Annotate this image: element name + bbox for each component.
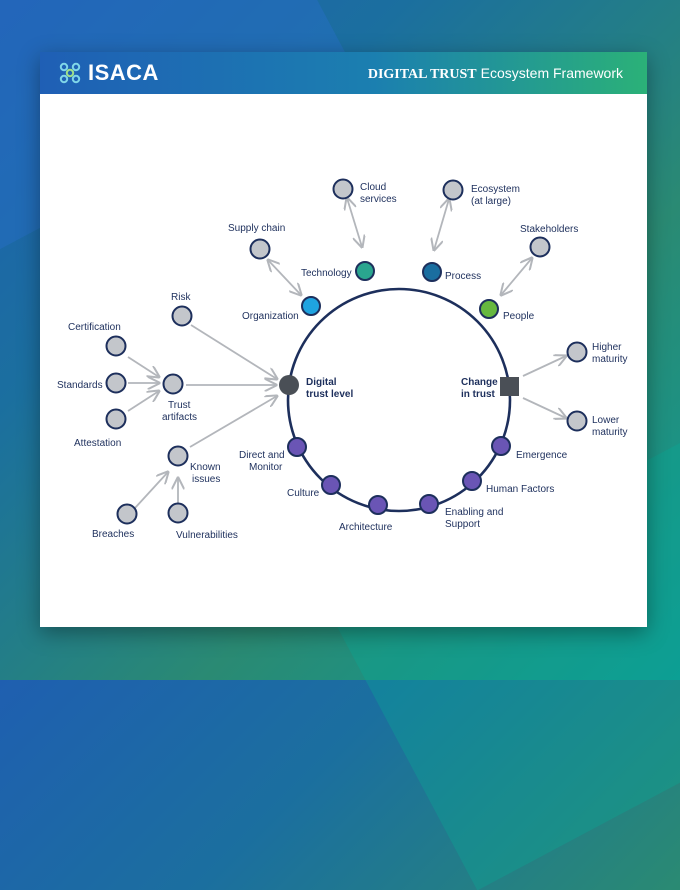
label-emergence: Emergence (516, 450, 568, 461)
arrow-certification-trust (127, 356, 159, 377)
label-certification: Certification (68, 322, 121, 333)
node-direct-monitor (287, 437, 307, 457)
node-stakeholders (529, 236, 551, 258)
node-breaches (116, 503, 138, 525)
label-supply-chain: Supply chain (228, 223, 285, 234)
node-lower-maturity (566, 410, 588, 432)
node-people (479, 299, 499, 319)
connector-lines (127, 198, 566, 509)
arrow-change-higher (522, 356, 566, 377)
label-people: People (503, 311, 535, 322)
label-stakeholders: Stakeholders (520, 224, 578, 235)
arrow-risk-digitaltrust (190, 324, 277, 379)
arrow-supplychain-organization (268, 260, 301, 295)
node-supply-chain (249, 238, 271, 260)
node-architecture (368, 495, 388, 515)
node-risk (171, 305, 193, 327)
logo-text: ISACA (88, 60, 159, 85)
label-technology: Technology (301, 268, 352, 279)
label-standards: Standards (57, 380, 103, 391)
label-breaches: Breaches (92, 529, 134, 540)
node-trust-artifacts (162, 373, 184, 395)
node-vulnerabilities (167, 502, 189, 524)
label-human-factors: Human Factors (486, 484, 554, 495)
node-ecosystem (442, 179, 464, 201)
node-emergence (491, 436, 511, 456)
node-certification (105, 335, 127, 357)
label-culture: Culture (287, 488, 320, 499)
node-organization (301, 296, 321, 316)
node-change-in-trust (500, 377, 519, 396)
arrow-ecosystem-process (434, 199, 449, 250)
label-ecosystem: Ecosystem(at large) (471, 184, 520, 207)
node-technology (355, 261, 375, 281)
arrow-stakeholders-people (501, 258, 532, 295)
label-attestation: Attestation (74, 438, 121, 449)
label-organization: Organization (242, 311, 299, 322)
node-cloud-services (332, 178, 354, 200)
node-higher-maturity (566, 341, 588, 363)
ring-nodes (287, 261, 511, 515)
title-bold: DIGITAL TRUST (367, 67, 477, 82)
node-standards (105, 372, 127, 394)
isaca-logo-icon (59, 62, 81, 84)
arrow-known-digitaltrust (189, 396, 277, 448)
node-enabling-support (419, 494, 439, 514)
label-architecture: Architecture (339, 522, 393, 533)
node-human-factors (462, 471, 482, 491)
label-vulnerabilities: Vulnerabilities (176, 530, 238, 541)
arrow-attestation-trust (127, 391, 159, 412)
trust-ring (286, 287, 512, 513)
node-known-issues (167, 445, 189, 467)
label-risk: Risk (171, 292, 191, 303)
node-digital-trust-level (279, 375, 299, 395)
outer-nodes (105, 178, 588, 525)
arrow-breaches-known (134, 472, 168, 509)
node-attestation (105, 408, 127, 430)
node-process (422, 262, 442, 282)
title-rest: Ecosystem Framework (480, 65, 623, 81)
node-culture (321, 475, 341, 495)
arrow-cloud-technology (347, 198, 362, 247)
label-process: Process (445, 271, 481, 282)
arrow-change-lower (522, 397, 566, 418)
